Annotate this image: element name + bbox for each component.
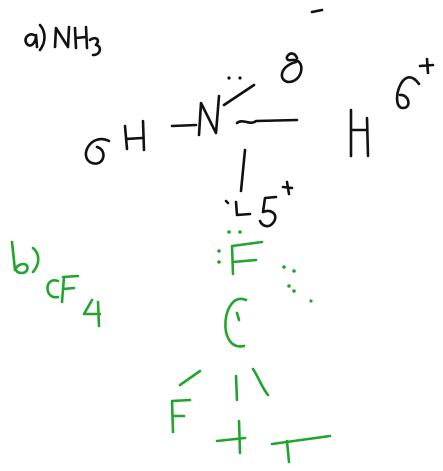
bond-n-top bbox=[222, 83, 256, 107]
lone-pair-dot bbox=[287, 284, 291, 288]
label-a-glyph bbox=[24, 33, 39, 49]
lone-pair-dot bbox=[217, 249, 221, 253]
delta-left bbox=[84, 137, 111, 165]
part-b-cf4 bbox=[10, 230, 332, 464]
plus-sign-right bbox=[418, 57, 435, 75]
label-f-glyph bbox=[60, 274, 80, 304]
label-n-glyph bbox=[53, 25, 71, 49]
label-b-glyph bbox=[10, 240, 29, 275]
delta-top bbox=[280, 52, 303, 84]
hydrogen-bottom bbox=[234, 200, 252, 217]
part-a-nh3 bbox=[24, 8, 435, 228]
label-c-glyph bbox=[46, 279, 60, 299]
lone-pair-dot bbox=[227, 76, 231, 80]
part-a-label bbox=[24, 23, 102, 57]
fluorine-top bbox=[230, 240, 264, 276]
hydrogen-left bbox=[123, 119, 146, 152]
label-h-glyph bbox=[73, 25, 89, 50]
label-3-glyph bbox=[88, 36, 102, 57]
carbon-mark bbox=[235, 311, 241, 322]
bond-left-n bbox=[170, 123, 198, 128]
lone-pair-dot bbox=[292, 289, 296, 293]
lone-pair-dot bbox=[238, 230, 242, 234]
lone-pair-dot bbox=[217, 260, 221, 264]
label-b-paren-glyph bbox=[31, 246, 40, 274]
tick-mark bbox=[224, 199, 230, 205]
bond-c-left bbox=[178, 369, 202, 387]
minus-sign bbox=[310, 8, 324, 14]
lone-pair-dot bbox=[292, 269, 296, 273]
bond-n-right bbox=[235, 118, 299, 125]
lone-pair-dot bbox=[227, 230, 231, 234]
lone-pair-dot bbox=[238, 76, 242, 80]
fluorine-bottom-middle bbox=[215, 419, 247, 455]
label-paren-glyph bbox=[38, 23, 46, 52]
lone-pair-dot bbox=[282, 265, 286, 269]
bond-c-right bbox=[251, 367, 270, 397]
bond-c-middle bbox=[234, 374, 239, 402]
carbon-atom bbox=[224, 297, 248, 348]
label-4-glyph bbox=[82, 298, 102, 328]
delta-bottom bbox=[258, 195, 278, 228]
hydrogen-right bbox=[349, 108, 370, 158]
nitrogen-atom bbox=[197, 94, 221, 137]
delta-right bbox=[395, 76, 421, 110]
lone-pair-dot bbox=[309, 299, 313, 303]
fluorine-bottom-right bbox=[270, 434, 332, 464]
fluorine-bottom-left bbox=[170, 398, 192, 434]
bond-n-bottom bbox=[239, 148, 247, 193]
plus-sign-bottom bbox=[281, 180, 294, 196]
